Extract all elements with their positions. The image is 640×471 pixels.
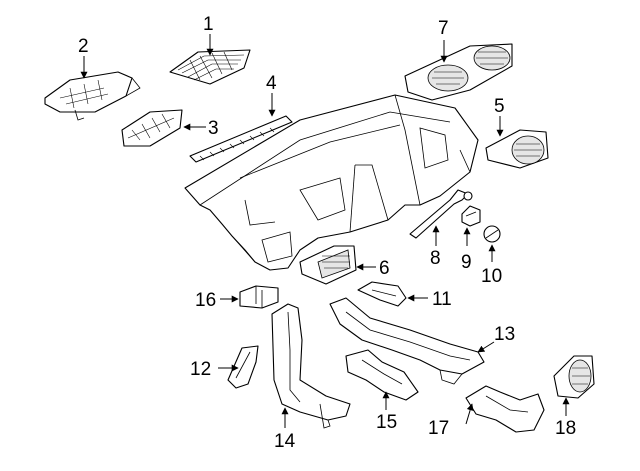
callout-3: 3 <box>208 118 219 139</box>
part-6-lower-vent <box>299 245 357 285</box>
callout-4: 4 <box>266 73 277 94</box>
callout-2: 2 <box>78 36 89 57</box>
part-18-vent <box>553 355 595 399</box>
part-4-defroster-strip <box>189 115 293 163</box>
callout-12: 12 <box>190 359 211 380</box>
leader-17 <box>465 403 474 425</box>
part-16-block <box>239 285 279 309</box>
part-17-duct <box>465 385 545 433</box>
part-2-center-vent <box>44 71 141 121</box>
part-7-dual-vent <box>404 43 513 101</box>
part-3-vent-grille <box>121 109 183 147</box>
leader-13 <box>477 341 495 353</box>
part-12-bracket <box>227 345 259 389</box>
callout-14: 14 <box>274 431 296 452</box>
callout-8: 8 <box>430 248 441 269</box>
callout-13: 13 <box>494 324 515 345</box>
callout-18: 18 <box>555 418 576 439</box>
part-10-fastener <box>483 225 501 243</box>
leader-lines <box>80 34 570 428</box>
part-11-bracket <box>357 281 407 307</box>
callout-10: 10 <box>481 266 502 287</box>
callout-15: 15 <box>376 412 397 433</box>
callout-6: 6 <box>379 258 390 279</box>
callout-7: 7 <box>438 18 449 39</box>
part-1-defroster-grille <box>169 49 251 85</box>
part-13-duct <box>329 297 485 385</box>
callout-1: 1 <box>203 14 214 35</box>
callout-16: 16 <box>195 290 216 311</box>
part-14-duct <box>271 303 351 429</box>
part-9-clip <box>461 205 481 227</box>
callout-labels: 1 2 3 4 5 6 7 8 9 10 11 12 13 14 15 16 1… <box>78 14 576 452</box>
callout-11: 11 <box>432 289 452 310</box>
callout-9: 9 <box>461 252 472 273</box>
part-8-rod <box>409 189 473 239</box>
part-15-duct <box>345 349 419 401</box>
callout-17: 17 <box>428 418 449 439</box>
instrument-panel <box>184 94 479 271</box>
callout-5: 5 <box>494 96 505 117</box>
part-5-side-vent <box>485 129 549 169</box>
